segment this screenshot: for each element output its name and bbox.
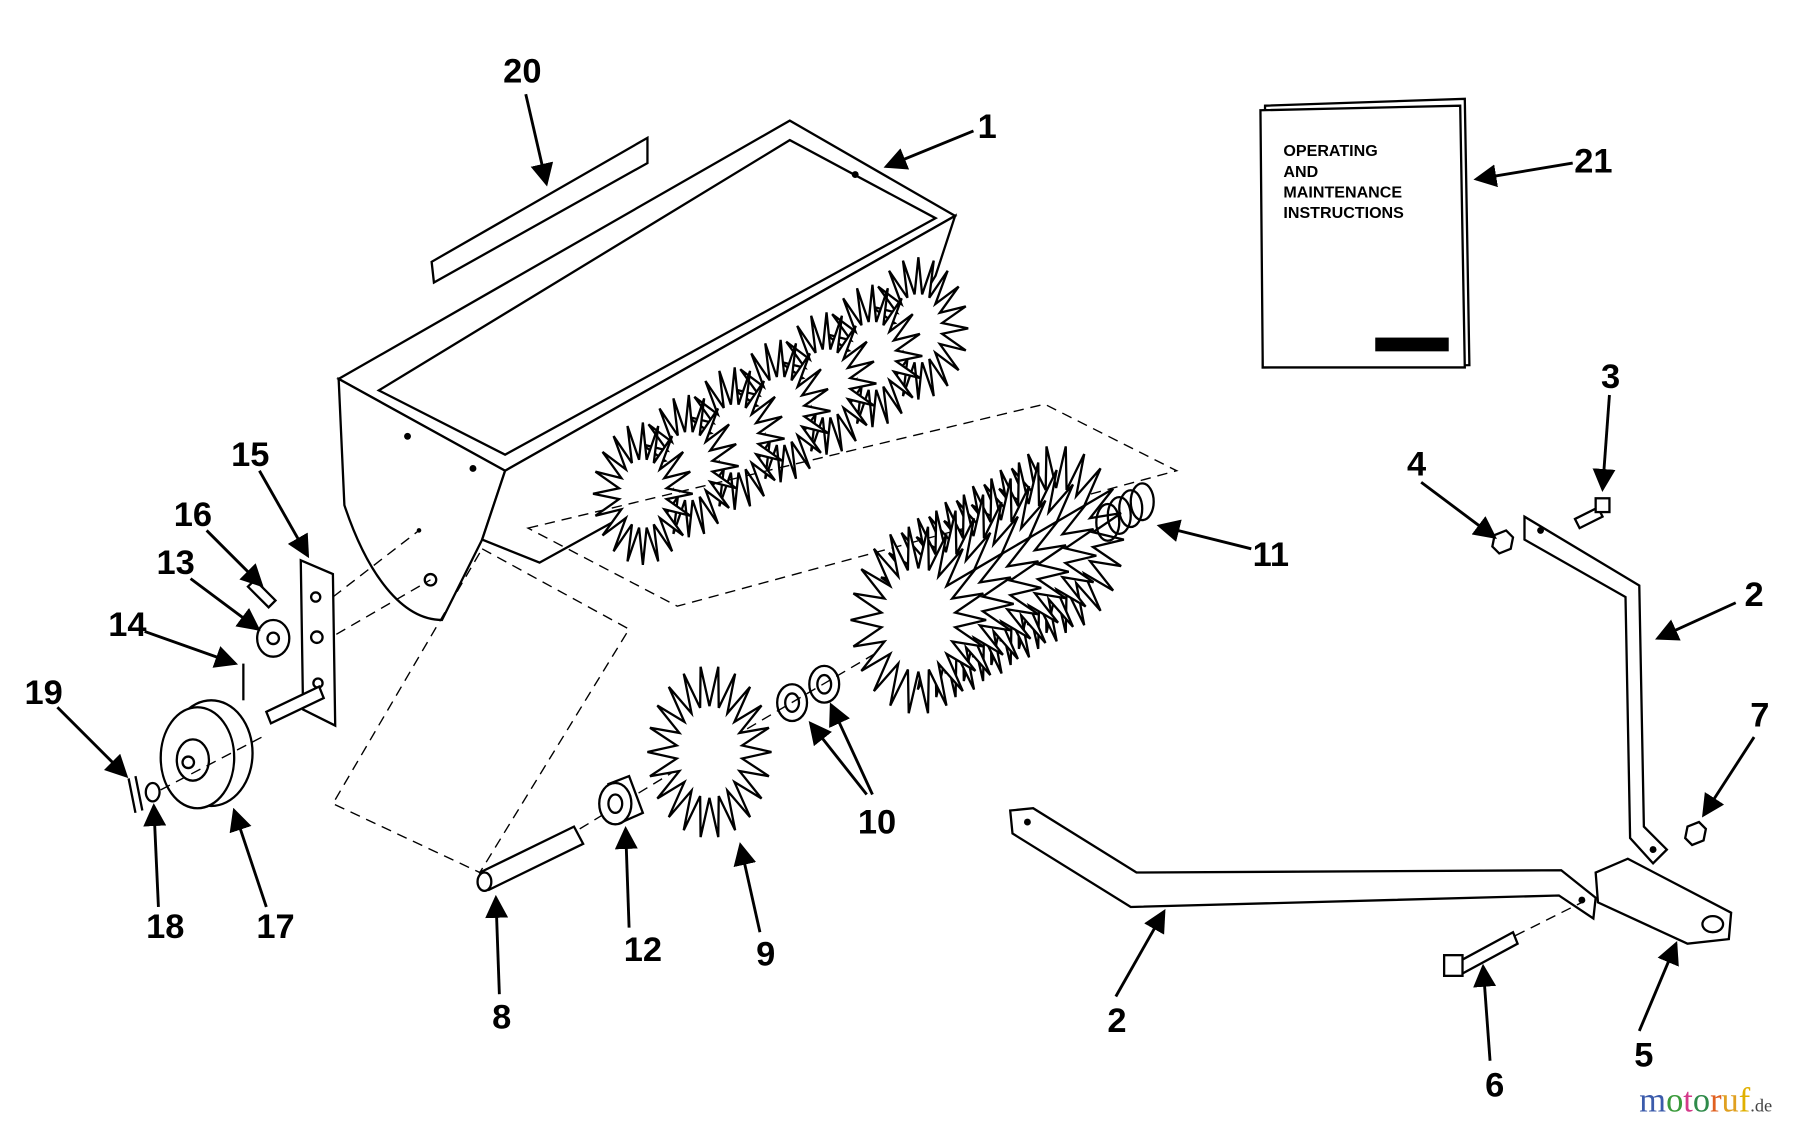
callout-4: 4	[1407, 445, 1426, 483]
callout-5: 5	[1634, 1037, 1653, 1075]
tine-wheels	[647, 446, 1125, 838]
wheel	[159, 699, 254, 810]
spacer	[598, 774, 645, 826]
shaft	[478, 825, 585, 892]
callout-21: 21	[1574, 142, 1612, 180]
callout-15: 15	[231, 436, 269, 474]
callout-labels: 20 1 21 3 15 4 16 13 11 2 14 19 7 10 18 …	[24, 53, 1769, 1105]
callout-11: 11	[1253, 536, 1289, 574]
assembly-plane	[331, 547, 631, 874]
washer	[144, 781, 161, 803]
callout-6: 6	[1485, 1066, 1504, 1104]
clevis	[1594, 857, 1733, 945]
watermark-logo: motoruf.de	[1639, 1081, 1772, 1119]
callout-8: 8	[492, 999, 511, 1037]
callout-12: 12	[624, 931, 662, 969]
callout-9: 9	[756, 936, 775, 974]
washer	[255, 618, 291, 658]
nut	[1683, 820, 1708, 847]
callout-2-upper: 2	[1745, 576, 1764, 614]
callout-3: 3	[1601, 358, 1620, 396]
bolt	[1456, 930, 1520, 976]
agitator-tines	[592, 257, 969, 565]
hitch-bar	[1008, 807, 1597, 921]
agitator-tine	[592, 422, 693, 565]
callout-2-lower: 2	[1107, 1002, 1126, 1040]
manual-title-line: MAINTENANCE	[1283, 184, 1402, 202]
nut	[1491, 529, 1515, 555]
spring	[1095, 482, 1155, 542]
callout-17: 17	[256, 908, 294, 946]
tine-wheel	[850, 526, 987, 714]
callout-1: 1	[978, 108, 997, 146]
callout-13: 13	[156, 544, 194, 582]
operating-manual: OPERATING AND MAINTENANCE INSTRUCTIONS	[1259, 97, 1471, 369]
cotter-pin	[127, 775, 144, 814]
callout-10: 10	[858, 803, 896, 841]
callout-20: 20	[503, 53, 541, 91]
hitch-bar	[1523, 514, 1669, 866]
manual-title-line: AND	[1283, 163, 1318, 181]
callout-16: 16	[174, 496, 212, 534]
callout-18: 18	[146, 908, 184, 946]
decal	[430, 135, 649, 285]
assembly-plane	[526, 403, 1179, 607]
callout-14: 14	[108, 606, 146, 644]
callout-19: 19	[24, 674, 62, 712]
callout-7: 7	[1750, 697, 1769, 735]
manual-title-line: OPERATING	[1283, 142, 1377, 160]
manual-title-line: INSTRUCTIONS	[1283, 204, 1404, 222]
leader-arrows	[56, 93, 1756, 1061]
tine-wheel	[647, 666, 772, 838]
